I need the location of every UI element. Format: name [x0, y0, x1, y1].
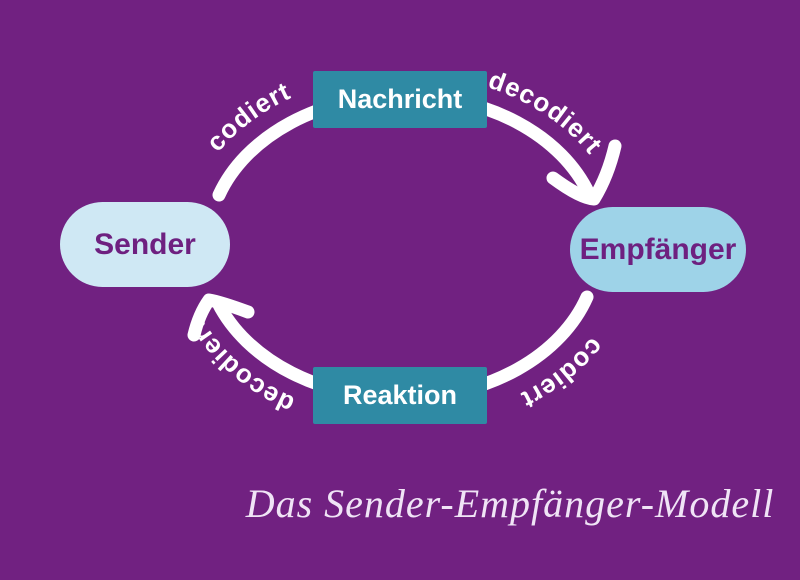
- edge-label-codiert-top: codiert: [200, 76, 294, 157]
- diagram-title: Das Sender-Empfänger-Modell: [245, 481, 775, 526]
- arrowhead-to-empfaenger-icon: [546, 139, 622, 206]
- edge-label-codiert-bottom: codiert: [516, 332, 609, 415]
- nachricht-label: Nachricht: [337, 84, 463, 114]
- sender-label: Sender: [94, 227, 196, 261]
- reaktion-node: Reaktion: [313, 367, 487, 424]
- nachricht-node: Nachricht: [313, 71, 487, 128]
- empfaenger-label: Empfänger: [579, 232, 737, 266]
- svg-text:codiert: codiert: [200, 76, 295, 157]
- reaktion-label: Reaktion: [342, 380, 458, 410]
- empfaenger-node: Empfänger: [570, 207, 746, 292]
- arrowhead-to-sender-icon: [187, 293, 255, 342]
- svg-text:codiert: codiert: [516, 332, 610, 415]
- sender-node: Sender: [60, 202, 230, 287]
